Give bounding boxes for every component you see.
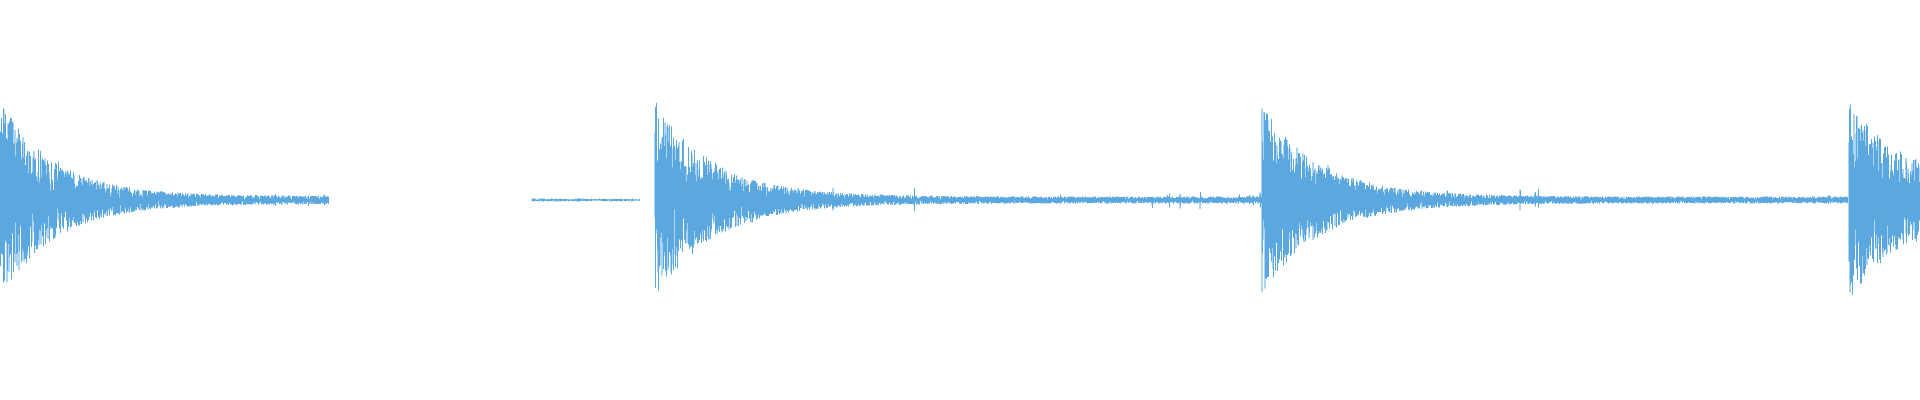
waveform-trace <box>0 103 1920 295</box>
